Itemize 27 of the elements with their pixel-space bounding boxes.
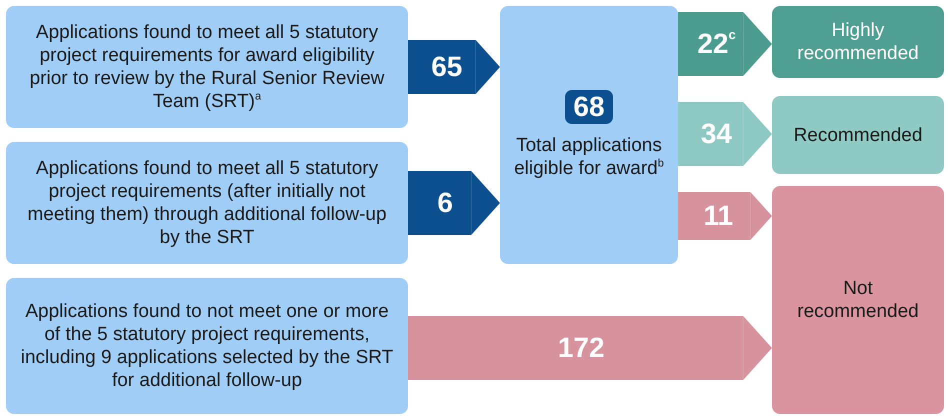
edge-label: 11: [704, 200, 734, 232]
process-box: [6, 142, 408, 264]
process-box: [772, 186, 944, 414]
arrow: [678, 12, 772, 76]
edge-label: 65: [431, 51, 462, 83]
box-text: Applications found to meet all 5 statutory project requirements (after initially not meeting them) through additional follow-up by the SRT: [26, 157, 388, 249]
arrow: [408, 40, 500, 94]
box-text: Total applications eligible for award$^{b}$: [514, 134, 664, 180]
box-text: Recommended: [794, 124, 922, 146]
arrow: [408, 171, 500, 235]
process-box: [6, 6, 408, 128]
arrow: [678, 102, 772, 166]
edge-label: 6: [437, 187, 453, 219]
process-box: [772, 96, 944, 174]
process-box: [772, 6, 944, 78]
box-text: Not recommended: [796, 277, 920, 323]
arrow: [678, 192, 772, 240]
count-badge: 68: [565, 90, 613, 124]
box-text: Applications found to meet all 5 statutory project requirements for award eligibility prior to review by the Rural Senior Review Team (SRT)$^{a}$: [28, 21, 386, 113]
edge-label: 34: [700, 118, 732, 150]
process-box: [500, 6, 678, 264]
edge-label: 22$^{c}$: [697, 28, 736, 60]
box-text: Applications found to not meet one or more of the 5 statutory project requirements, including 9 applications selected by the SRT for additional follow-up: [20, 300, 394, 392]
box-text: Highly recommended: [796, 19, 920, 65]
edge-label: 172: [558, 332, 605, 364]
process-box: [6, 278, 408, 414]
arrow: [408, 316, 772, 380]
